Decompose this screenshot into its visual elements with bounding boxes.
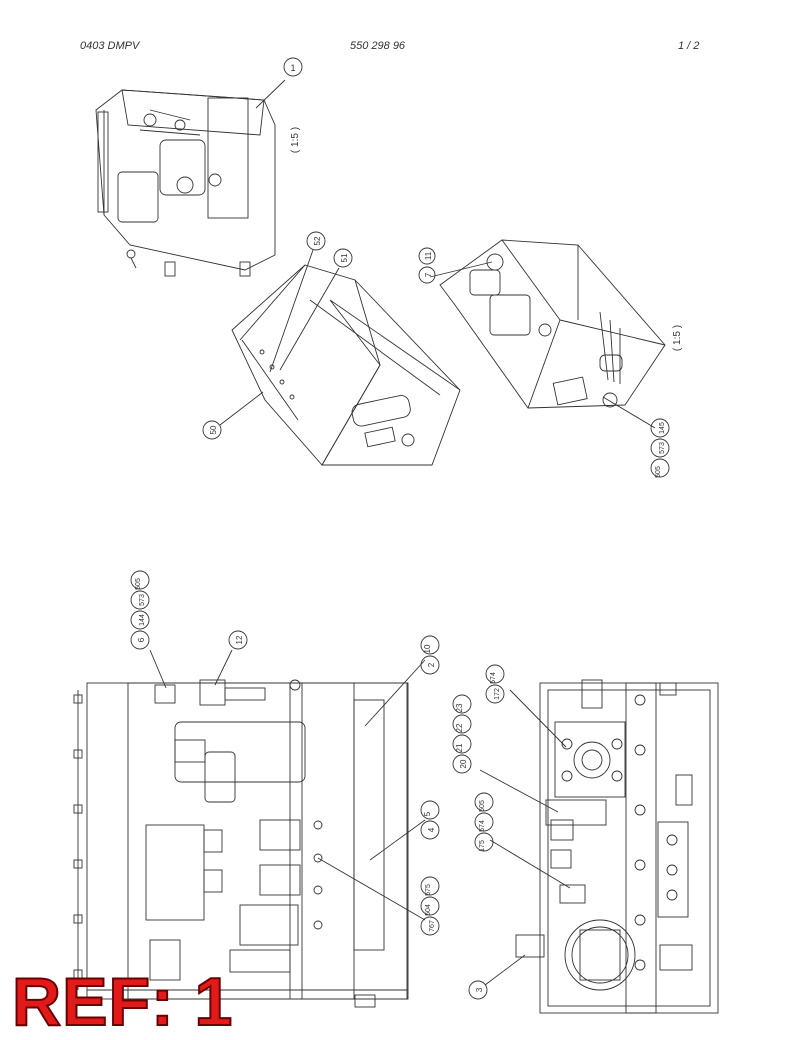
svg-text:50: 50 [209, 425, 218, 434]
svg-text:51: 51 [340, 253, 349, 262]
callout-505: 505 [130, 570, 150, 590]
callout-767: 767 [420, 916, 440, 936]
svg-text:573: 573 [139, 594, 146, 606]
callout-21: 21 [452, 734, 472, 754]
svg-text:20: 20 [459, 759, 468, 768]
callout-10: 10 [420, 635, 440, 655]
callout-52: 52 [306, 231, 326, 251]
svg-text:504: 504 [425, 904, 432, 916]
callout-505: 505 [474, 792, 494, 812]
callout-50: 50 [202, 420, 222, 440]
svg-text:22: 22 [455, 723, 464, 732]
svg-text:1: 1 [290, 63, 295, 73]
svg-text:505: 505 [135, 578, 142, 590]
svg-text:10: 10 [423, 644, 432, 653]
svg-text:4: 4 [427, 827, 436, 832]
svg-text:575: 575 [425, 884, 432, 896]
callout-573: 573 [130, 590, 150, 610]
svg-text:52: 52 [313, 236, 322, 245]
part-number: 550 298 96 [350, 40, 406, 52]
callout-4: 4 [420, 820, 440, 840]
svg-text:505: 505 [655, 466, 662, 478]
callout-2: 2 [420, 655, 440, 675]
svg-text:767: 767 [429, 920, 436, 932]
svg-text:574: 574 [479, 820, 486, 832]
iso-assembly-view [95, 79, 286, 277]
svg-text:11: 11 [424, 251, 433, 260]
callout-6: 6 [130, 630, 150, 650]
svg-text:12: 12 [235, 635, 244, 644]
callout-145: 145 [650, 418, 670, 438]
callout-175: 175 [474, 832, 494, 852]
front-view [479, 679, 719, 1014]
callout-573: 573 [650, 438, 670, 458]
reference-label: REF: 1 [11, 964, 234, 1040]
svg-text:175: 175 [479, 840, 486, 852]
svg-text:145: 145 [659, 422, 666, 434]
callout-7: 7 [418, 266, 436, 284]
callout-5: 5 [420, 800, 440, 820]
svg-text:573: 573 [659, 442, 666, 454]
svg-text:6: 6 [137, 637, 146, 642]
svg-text:172: 172 [494, 688, 501, 700]
unit-iso-view [429, 239, 666, 429]
svg-text:7: 7 [424, 272, 433, 277]
cover-view [219, 249, 461, 466]
svg-text:2: 2 [427, 662, 436, 667]
scale-label: ( 1:5 ) [672, 325, 683, 351]
callout-574: 574 [474, 812, 494, 832]
callout-505: 505 [650, 458, 670, 478]
callout-1: 1 [283, 57, 303, 77]
svg-text:144: 144 [139, 614, 146, 626]
callout-20: 20 [452, 754, 472, 774]
side-view [73, 649, 426, 1008]
document-code: 0403 DMPV [80, 40, 140, 52]
callout-504: 504 [420, 896, 440, 916]
svg-text:574: 574 [490, 672, 497, 684]
svg-text:23: 23 [455, 703, 464, 712]
callout-51: 51 [333, 248, 353, 268]
callout-3: 3 [468, 980, 488, 1000]
callout-172: 172 [485, 684, 505, 704]
svg-text:5: 5 [423, 811, 432, 816]
callout-575: 575 [420, 876, 440, 896]
scale-label: ( 1:5 ) [290, 127, 301, 153]
page-number: 1 / 2 [678, 40, 700, 52]
callout-12: 12 [228, 630, 248, 650]
callout-11: 11 [418, 247, 436, 265]
svg-text:505: 505 [479, 800, 486, 812]
callout-574: 574 [485, 664, 505, 684]
callout-22: 22 [452, 714, 472, 734]
svg-text:3: 3 [475, 987, 484, 992]
svg-text:21: 21 [455, 743, 464, 752]
callout-23: 23 [452, 694, 472, 714]
callout-144: 144 [130, 610, 150, 630]
